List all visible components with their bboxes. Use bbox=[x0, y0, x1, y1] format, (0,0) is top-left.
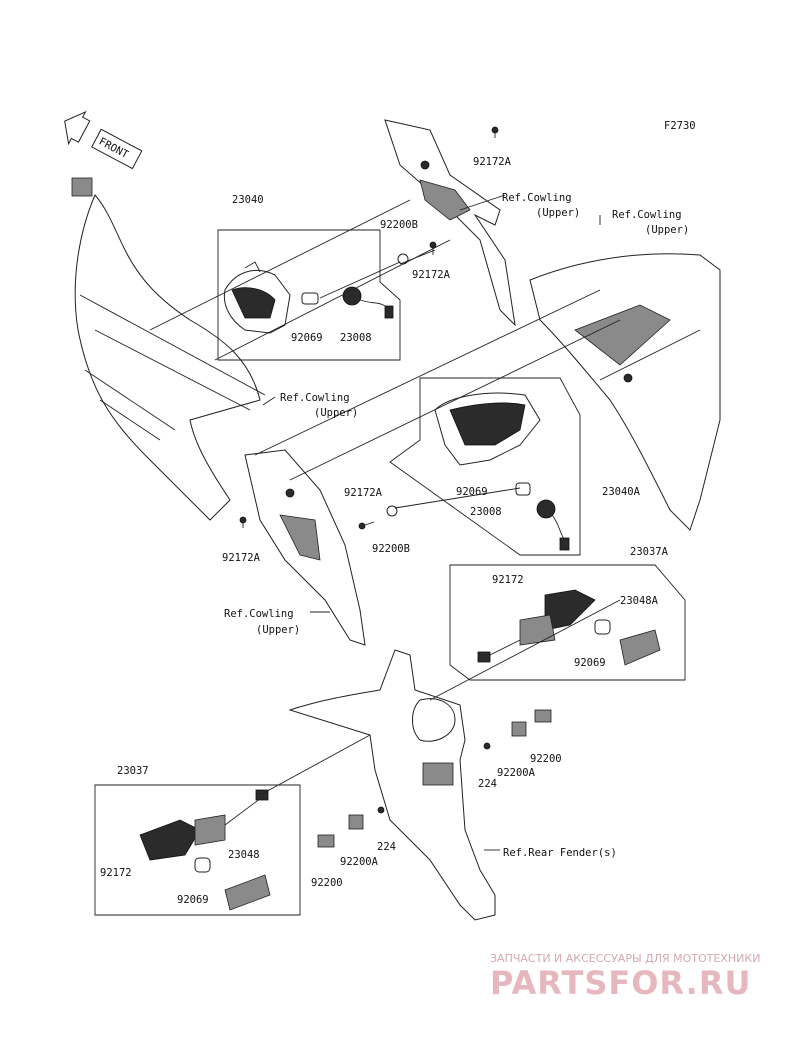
label-92172-left: 92172 bbox=[100, 867, 132, 879]
watermark-line2: PARTSFOR.RU bbox=[490, 964, 751, 1002]
label-92200-left: 92200 bbox=[311, 877, 343, 889]
rear-fender bbox=[288, 649, 496, 921]
washer-92200B-mid-icon bbox=[386, 505, 398, 517]
label-refcowl-mid-1: Ref.Cowling bbox=[280, 392, 350, 404]
cowling-upper-right bbox=[529, 253, 721, 531]
leader-lines bbox=[149, 194, 621, 851]
label-23037: 23037 bbox=[117, 765, 149, 777]
cowling-mid-left bbox=[244, 449, 366, 646]
label-224-right: 224 bbox=[478, 778, 497, 790]
label-92200-right: 92200 bbox=[530, 753, 562, 765]
label-refcowl-mid-2: (Upper) bbox=[314, 407, 358, 419]
screw-224-right-icon bbox=[483, 742, 491, 750]
label-224-left: 224 bbox=[377, 841, 396, 853]
label-92200B-top: 92200B bbox=[380, 219, 418, 231]
label-92172-right: 92172 bbox=[492, 574, 524, 586]
cowling-upper-left bbox=[71, 177, 266, 521]
label-92069-mid: 92069 bbox=[456, 486, 488, 498]
label-92172A-top: 92172A bbox=[412, 269, 451, 281]
label-92200B-mid: 92200B bbox=[372, 543, 410, 555]
label-92172A-mid: 92172A bbox=[344, 487, 383, 499]
lens-23048A-icon bbox=[619, 629, 661, 666]
label-92200A-left: 92200A bbox=[340, 856, 379, 868]
bolt-92172A-mid-icon bbox=[358, 521, 375, 530]
label-refcowl-top-2: (Upper) bbox=[536, 207, 580, 219]
label-23040: 23040 bbox=[232, 194, 264, 206]
socket-23008-top-icon bbox=[342, 286, 394, 319]
label-23008-top: 23008 bbox=[340, 332, 372, 344]
plate-92200A-right-icon bbox=[511, 721, 527, 737]
lens-23048-icon bbox=[224, 874, 271, 911]
label-23040A: 23040A bbox=[602, 486, 641, 498]
label-refcowl-bot-2: (Upper) bbox=[256, 624, 300, 636]
turn-signal-rear-left bbox=[139, 789, 269, 861]
bracket-23037A bbox=[449, 564, 686, 681]
bolt-92172A-top2-icon bbox=[491, 126, 499, 138]
label-23008-mid: 23008 bbox=[470, 506, 502, 518]
turn-signal-rear-right bbox=[477, 589, 596, 663]
label-refcowl-bot-1: Ref.Cowling bbox=[224, 608, 294, 620]
label-refcowl-right-1: Ref.Cowling bbox=[612, 209, 682, 221]
bracket-23037 bbox=[94, 784, 301, 916]
label-92172A-left: 92172A bbox=[222, 552, 261, 564]
label-refcowl-right-2: (Upper) bbox=[645, 224, 689, 236]
label-92069-top: 92069 bbox=[291, 332, 323, 344]
screw-224-left-icon bbox=[377, 806, 385, 814]
bulb-92069-right-icon bbox=[594, 619, 611, 635]
bracket-23040A bbox=[389, 377, 581, 556]
label-92069-left: 92069 bbox=[177, 894, 209, 906]
plate-92200A-left-icon bbox=[348, 814, 364, 830]
bracket-23040 bbox=[217, 229, 401, 361]
turn-signal-front-right bbox=[434, 392, 541, 466]
bolt-92172A-left-icon bbox=[239, 516, 247, 528]
bulb-92069-top-icon bbox=[301, 292, 319, 305]
plate-92200-left-icon bbox=[317, 834, 335, 848]
watermark-line1: ЗАПЧАСТИ И АКСЕССУАРЫ ДЛЯ МОТОТЕХНИКИ bbox=[490, 952, 760, 965]
front-arrow-icon: FRONT bbox=[64, 110, 143, 170]
label-ref-rear-fender: Ref.Rear Fender(s) bbox=[503, 847, 617, 859]
label-92172A-top2: 92172A bbox=[473, 156, 512, 168]
turn-signal-front-left bbox=[223, 261, 291, 334]
label-92200A-right: 92200A bbox=[497, 767, 536, 779]
label-23048A: 23048A bbox=[620, 595, 659, 607]
label-92069-right: 92069 bbox=[574, 657, 606, 669]
bulb-92069-mid-icon bbox=[515, 482, 531, 496]
cowling-upper-center bbox=[384, 119, 516, 327]
socket-23008-mid-icon bbox=[536, 499, 570, 551]
bolt-92172A-top-icon bbox=[429, 241, 437, 255]
label-23048: 23048 bbox=[228, 849, 260, 861]
plate-92200-right-icon bbox=[534, 709, 552, 723]
label-23037A: 23037A bbox=[630, 546, 669, 558]
bulb-92069-left-icon bbox=[194, 857, 211, 873]
figure-code: F2730 bbox=[664, 120, 696, 132]
label-refcowl-top-1: Ref.Cowling bbox=[502, 192, 572, 204]
